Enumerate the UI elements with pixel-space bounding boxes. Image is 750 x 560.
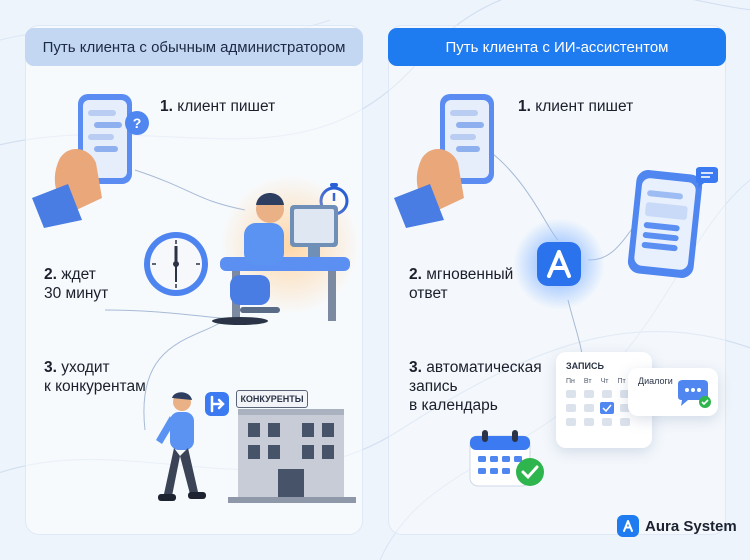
clock-icon bbox=[144, 232, 208, 296]
phone-hand-illustration bbox=[394, 94, 494, 228]
step-text-line3: в календарь bbox=[409, 397, 498, 414]
step-text-line2: запись bbox=[409, 378, 458, 395]
step-number: 2. bbox=[409, 266, 422, 283]
ai-logo-icon bbox=[617, 515, 639, 537]
left-step-1: 1. клиент пишет bbox=[160, 97, 275, 116]
chat-phone-illustration bbox=[627, 170, 703, 278]
dialogs-card-title: Диалоги bbox=[638, 376, 673, 386]
left-step-2: 2. ждет 30 минут bbox=[44, 265, 108, 303]
walking-man-illustration bbox=[156, 392, 206, 501]
calendar-grid bbox=[566, 390, 630, 426]
left-step-3: 3. уходит к конкурентам bbox=[44, 358, 146, 396]
ai-logo-icon bbox=[513, 218, 605, 310]
question-icon: ? bbox=[125, 111, 149, 135]
step-number: 3. bbox=[44, 359, 57, 376]
phone-hand-illustration bbox=[32, 94, 132, 228]
step-text-line2: ответ bbox=[409, 285, 448, 302]
calendar-days-row: Пн Вт Чт Пт bbox=[566, 378, 626, 385]
step-text-line2: к конкурентам bbox=[44, 378, 146, 395]
dialogs-card: Диалоги bbox=[628, 368, 718, 416]
right-step-1: 1. клиент пишет bbox=[518, 97, 633, 116]
day-label: Пн bbox=[566, 378, 575, 385]
step-number: 1. bbox=[518, 98, 531, 115]
calendar-icon bbox=[469, 430, 544, 487]
step-text-line1: уходит bbox=[61, 359, 110, 376]
brand-name: Aura System bbox=[645, 517, 737, 535]
brand: Aura System bbox=[617, 515, 737, 537]
day-label: Пт bbox=[617, 378, 626, 385]
exit-icon bbox=[205, 392, 229, 416]
step-number: 2. bbox=[44, 266, 57, 283]
step-number: 1. bbox=[160, 98, 173, 115]
day-label: Чт bbox=[600, 378, 609, 385]
calendar-card-title: ЗАПИСЬ bbox=[566, 361, 604, 371]
right-step-2: 2. мгновенный ответ bbox=[409, 265, 513, 303]
svg-text:?: ? bbox=[133, 115, 142, 131]
building-sign-text: КОНКУРЕНТЫ bbox=[240, 394, 304, 404]
step-text-line1: автоматическая bbox=[426, 359, 542, 376]
tab-title: Путь клиента с обычным администратором bbox=[42, 38, 346, 56]
step-text: клиент пишет bbox=[177, 98, 276, 115]
step-number: 3. bbox=[409, 359, 422, 376]
tab-title: Путь клиента с ИИ-ассистентом bbox=[445, 38, 669, 56]
building-sign: КОНКУРЕНТЫ bbox=[236, 390, 308, 408]
tab-ai-assistant: Путь клиента с ИИ-ассистентом bbox=[388, 28, 726, 66]
day-label: Вт bbox=[583, 378, 592, 385]
step-text-line2: 30 минут bbox=[44, 285, 109, 302]
step-text: клиент пишет bbox=[535, 98, 634, 115]
admin-at-desk-illustration bbox=[212, 175, 360, 325]
chat-bubble-icon bbox=[696, 167, 718, 188]
chat-bubble-icon bbox=[678, 380, 711, 408]
right-step-3: 3. автоматическая запись в календарь bbox=[409, 358, 542, 415]
competitor-building bbox=[228, 409, 356, 503]
step-text-line1: мгновенный bbox=[426, 266, 514, 283]
step-text-line1: ждет bbox=[61, 266, 96, 283]
tab-regular-admin: Путь клиента с обычным администратором bbox=[25, 28, 363, 66]
